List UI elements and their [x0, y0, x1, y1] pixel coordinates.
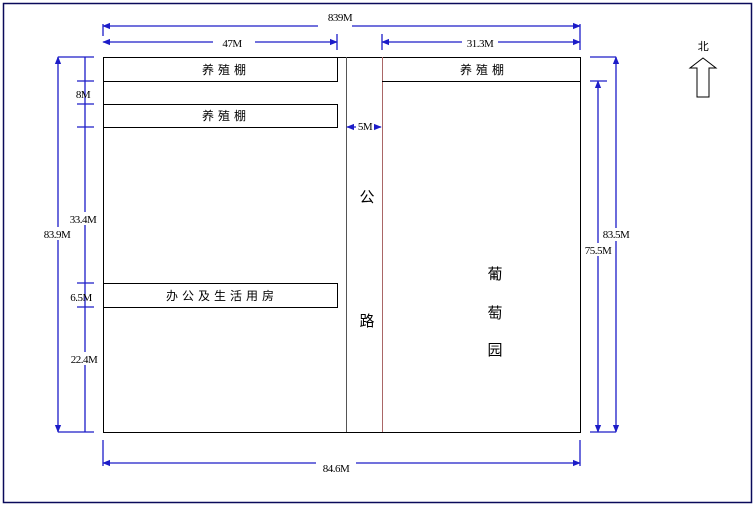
- dim-gap-height: 8M: [76, 89, 91, 101]
- dim-right-total-height: 83.5M: [603, 229, 630, 241]
- dim-office-height: 6.5M: [70, 292, 92, 304]
- road-label-2: 路: [359, 312, 374, 330]
- plot-outline: [103, 57, 581, 433]
- dimension-lines: [54, 22, 620, 467]
- dim-total-width-bottom: 84.6M: [323, 463, 350, 475]
- dim-left-width: 47M: [222, 38, 242, 50]
- dim-mid-height: 33.4M: [70, 214, 97, 226]
- dim-total-width-top: 839M: [328, 12, 353, 24]
- vineyard-label-2: 萄: [487, 304, 502, 322]
- vineyard-label-3: 园: [487, 341, 502, 359]
- greenhouse-box-1: [103, 57, 338, 82]
- greenhouse-box-2: [103, 104, 338, 128]
- dim-road-width: 5M: [358, 121, 373, 133]
- dim-left-total-height: 83.9M: [44, 229, 71, 241]
- greenhouse-label-3: 养殖棚: [460, 62, 508, 77]
- dim-vineyard-height: 75.5M: [585, 245, 612, 257]
- vineyard-label-1: 葡: [487, 265, 502, 283]
- dim-bottom-height: 22.4M: [71, 354, 98, 366]
- greenhouse-label-1: 养殖棚: [202, 62, 250, 77]
- dim-right-width: 31.3M: [467, 38, 494, 50]
- office-label: 办公及生活用房: [166, 288, 278, 303]
- greenhouse-label-2: 养殖棚: [202, 108, 250, 123]
- north-arrow-icon: [688, 57, 718, 98]
- office-box: [103, 283, 338, 308]
- road-label-1: 公: [359, 188, 374, 206]
- north-label: 北: [698, 40, 709, 53]
